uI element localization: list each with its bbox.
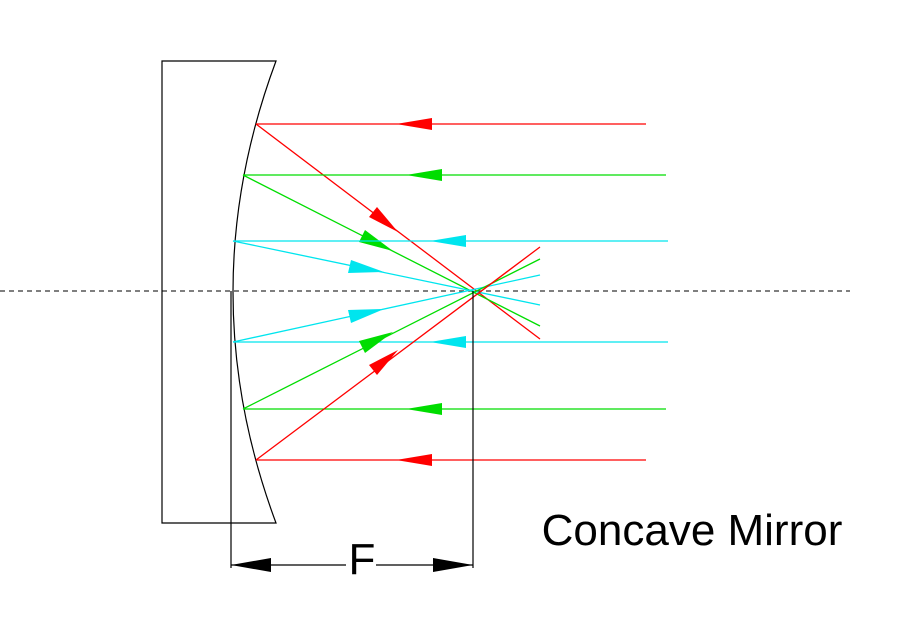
ray-outer-bottom xyxy=(255,246,646,466)
ray-inner-top-reflected xyxy=(232,240,541,306)
ray-inner-bottom-incident-arrow xyxy=(430,336,466,348)
ray-middle-bottom-reflected-arrow xyxy=(359,332,393,353)
focal-label: F xyxy=(349,535,376,584)
ray-middle-top-incident-arrow xyxy=(406,169,442,181)
focal-arrow-left xyxy=(231,558,271,572)
ray-inner-bottom-reflected xyxy=(232,274,541,343)
focal-distance-marker: F xyxy=(230,291,474,584)
ray-outer-bottom-reflected xyxy=(255,246,541,461)
ray-outer-top xyxy=(255,118,646,340)
rays-group xyxy=(232,118,668,466)
focal-arrow-right xyxy=(433,558,473,572)
ray-inner-top-reflected-arrow xyxy=(348,260,384,273)
ray-inner-top xyxy=(232,235,668,306)
ray-inner-bottom-reflected-arrow xyxy=(348,309,384,323)
ray-outer-bottom-incident-arrow xyxy=(396,454,432,466)
ray-outer-top-reflected xyxy=(255,123,541,340)
ray-middle-bottom-incident-arrow xyxy=(406,403,442,415)
mirror-body xyxy=(161,60,277,524)
ray-inner-top-incident-arrow xyxy=(430,235,466,247)
focal-label-backing xyxy=(346,538,376,578)
ray-middle-bottom-reflected xyxy=(242,258,541,410)
ray-outer-top-incident-arrow xyxy=(396,118,432,130)
ray-outer-bottom-reflected-arrow xyxy=(369,350,398,375)
diagram-caption: Concave Mirror xyxy=(542,506,843,555)
ray-outer-top-reflected-arrow xyxy=(369,207,398,232)
